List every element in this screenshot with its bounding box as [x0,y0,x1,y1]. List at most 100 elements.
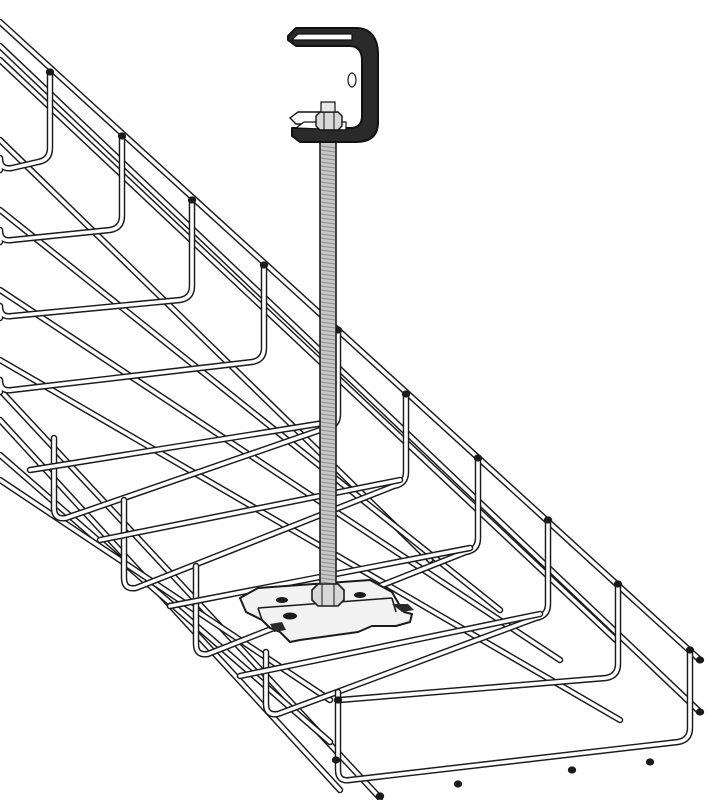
rod-thread-line [320,445,336,449]
rod-thread-line [320,425,336,429]
rod-thread-line [320,325,336,329]
rod-thread-line [320,253,336,257]
rod-thread-line [320,449,336,453]
rod-thread-line [320,565,336,569]
tray-cut-end-4 [695,708,705,716]
rod-thread-line [320,489,336,493]
rod-thread-line [320,153,336,157]
rod-thread-line [320,321,336,325]
rod-thread-line [320,457,336,461]
tray-longitudinal-wire-4 [0,208,502,612]
rod-thread-line [320,305,336,309]
rod-thread-line [320,217,336,221]
rod-thread-line [320,329,336,333]
rod-thread-line [320,561,336,565]
hex-nut-bottom [311,583,345,607]
rod-thread-line [320,157,336,161]
rod-thread-line [320,201,336,205]
rod-thread-line [320,249,336,253]
rod-thread-line [320,169,336,173]
rod-thread-line [320,513,336,517]
rod-thread-line [320,497,336,501]
rod-thread-line [320,369,336,373]
rod-threads [320,145,336,585]
rod-thread-line [320,285,336,289]
rod-thread-line [320,149,336,153]
rod-thread-line [320,417,336,421]
rod-thread-line [320,173,336,177]
rod-thread-line [320,573,336,577]
tray-longitudinal-wire-0 [0,20,702,662]
tray-cross-wire-3 [0,263,266,394]
rod-thread-line [320,353,336,357]
rod-thread-line [320,493,336,497]
rod-thread-line [320,281,336,285]
tray-cut-end-2 [567,766,577,774]
rod-thread-line [320,221,336,225]
rod-thread-line [320,317,336,321]
rod-thread-line [320,461,336,465]
rod-thread-line [320,165,336,169]
tray-longitudinal-wire-5 [0,288,562,662]
rod-thread-line [320,337,336,341]
rod-thread-line [320,185,336,189]
rod-thread-line [320,161,336,165]
rod-thread-line [320,569,336,573]
rod-thread-line [320,213,336,217]
rod-thread-line [320,401,336,405]
tray-cross-wire-1 [0,134,124,244]
tray-cross-wire-7 [264,518,550,717]
rod-thread-line [320,505,336,509]
rod-thread-line [320,197,336,201]
plate-hole-right [354,592,366,598]
rod-thread-line [320,397,336,401]
clamp-side-hole [347,72,357,88]
tray-cut-end-5 [695,656,705,664]
rod-thread-line [320,361,336,365]
rod-thread-line [320,549,336,553]
rod-thread-line [320,289,336,293]
rod-thread-line [320,465,336,469]
tray-wire-end-far [613,580,623,588]
rod-thread-line [320,433,336,437]
rod-thread-line [320,477,336,481]
rod-thread-line [320,313,336,317]
tray-cross-wire-2 [0,198,194,320]
rod-thread-line [320,293,336,297]
rod-thread-line [320,553,336,557]
rod-thread-line [320,577,336,581]
rod-thread-line [320,545,336,549]
tray-cross-wire-far [338,582,620,702]
tray-floor-bar-1 [98,478,402,542]
tray-cut-end-0 [375,792,385,800]
rod-thread-line [320,409,336,413]
tray-cross-wire-4 [52,328,340,521]
rod-thread-line [320,241,336,245]
rod-thread-line [320,209,336,213]
tray-wire-end-3 [259,261,269,269]
rod-thread-line [320,177,336,181]
plate-hole-left [276,597,288,603]
tray-cross-wire-8 [336,648,692,783]
rod-thread-line [320,345,336,349]
clamp-set-nut [315,101,343,131]
rod-thread-line [320,377,336,381]
rod-thread-line [320,501,336,505]
tray-wire-end-6 [473,454,483,462]
rod-thread-line [320,189,336,193]
tray-wire-end-5 [401,390,411,398]
rod-thread-line [320,413,336,417]
rod-thread-line [320,525,336,529]
tray-cut-end-7 [331,756,341,764]
tray-floor-bar-3 [238,612,542,678]
tray-longitudinal-wire-2 [0,58,618,642]
rod-thread-line [320,237,336,241]
rod-thread-line [320,485,336,489]
rod-thread-line [320,261,336,265]
wire-mesh-tray [0,18,705,800]
rod-thread-line [320,393,336,397]
tray-wire-end-7 [543,516,553,524]
tray-cut-end-6 [333,696,343,704]
